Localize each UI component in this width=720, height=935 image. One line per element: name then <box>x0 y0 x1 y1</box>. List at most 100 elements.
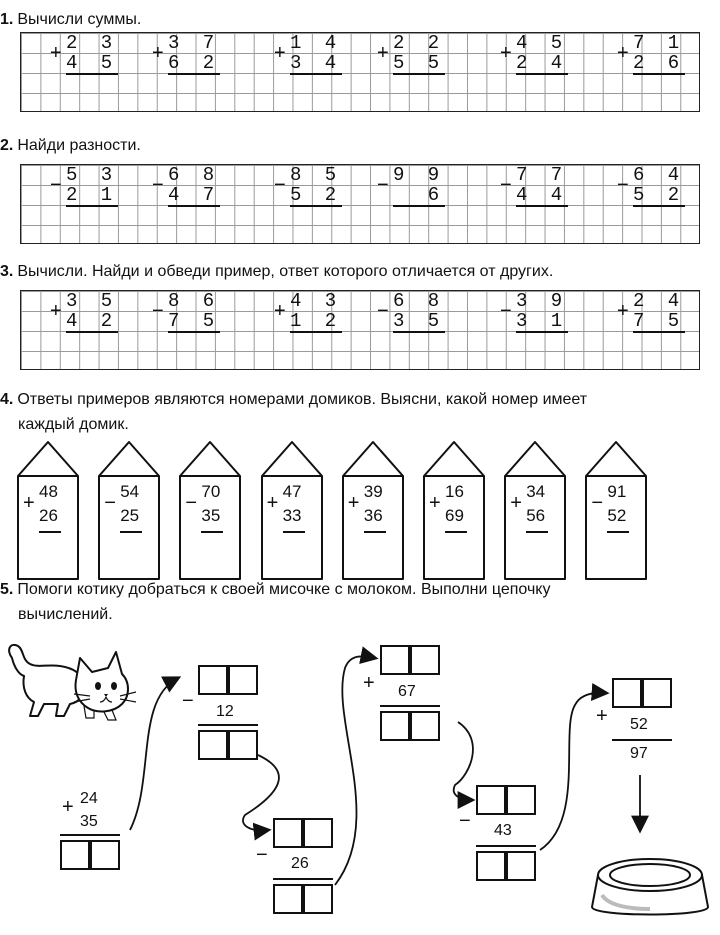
start-answer-box-2[interactable] <box>90 840 120 870</box>
task1-text: Вычисли суммы. <box>17 11 142 28</box>
house-answer-line <box>120 531 143 533</box>
start-operand-b: 35 <box>80 813 98 830</box>
operation-sign: + <box>50 42 62 64</box>
step2-sign: − <box>256 844 268 866</box>
house-answer-line <box>526 531 549 533</box>
task4-number: 4. <box>0 391 14 408</box>
task5-heading-line2: вычислений. <box>18 605 113 625</box>
operand-bottom: 3 5 <box>393 310 446 333</box>
task5-number: 5. <box>0 581 14 598</box>
step1-box-top-1[interactable] <box>198 665 228 695</box>
operand-top: 3 9 <box>516 290 569 312</box>
operand-bottom: 2 6 <box>633 52 686 75</box>
step5-box-top-2[interactable] <box>642 678 672 708</box>
step2-box-answer-2[interactable] <box>303 884 333 914</box>
step5-operand: 52 <box>630 716 648 733</box>
cat-illustration <box>8 644 137 721</box>
house-operand-a: 39 <box>363 482 383 501</box>
house-operand-b: 33 <box>282 506 302 525</box>
step3-box-top-1[interactable] <box>380 645 410 675</box>
operand-bottom: 7 5 <box>168 310 221 333</box>
operation-sign: + <box>152 42 164 64</box>
house-operand-a: 54 <box>120 482 140 501</box>
step1-box-answer-2[interactable] <box>228 730 258 760</box>
house-sign: + <box>266 492 279 514</box>
arrow-step4-to-step5 <box>539 683 610 851</box>
operand-top: 5 3 <box>66 164 119 186</box>
operand-bottom: 7 5 <box>633 310 686 333</box>
arrow-step3-to-step4 <box>452 721 476 809</box>
step5-box-top-1[interactable] <box>612 678 642 708</box>
step4-box-answer-2[interactable] <box>506 851 536 881</box>
operation-sign: − <box>377 300 389 322</box>
house-sign: + <box>429 492 441 514</box>
step2-box-top-1[interactable] <box>273 818 303 848</box>
operand-top: 2 4 <box>633 290 686 312</box>
house-sign: + <box>347 492 360 514</box>
step4-box-top-2[interactable] <box>506 785 536 815</box>
operation-sign: + <box>617 300 629 322</box>
house-operand-a: 48 <box>39 482 58 501</box>
operation-sign: + <box>274 42 286 64</box>
step2-box-answer-1[interactable] <box>273 884 303 914</box>
operand-top: 8 5 <box>290 164 343 186</box>
step5-sign: + <box>596 705 608 727</box>
step3-box-answer-2[interactable] <box>410 711 440 741</box>
operation-sign: + <box>617 42 629 64</box>
operand-top: 6 8 <box>168 164 221 186</box>
house-sign: − <box>104 492 116 514</box>
step3-operand: 67 <box>398 683 416 700</box>
house-sign: − <box>185 492 198 514</box>
operand-top: 7 1 <box>633 32 686 54</box>
start-operand-a: 24 <box>80 790 98 807</box>
house-answer-line <box>282 531 305 533</box>
task3-text: Вычисли. Найди и обведи пример, ответ ко… <box>17 263 554 280</box>
house-answer-line <box>445 531 467 533</box>
start-answer-box-1[interactable] <box>60 840 90 870</box>
step1-box-answer-1[interactable] <box>198 730 228 760</box>
operand-bottom: 4 7 <box>168 184 221 207</box>
step2-box-top-2[interactable] <box>303 818 333 848</box>
operand-bottom: 1 2 <box>290 310 343 333</box>
task4-text-line1: Ответы примеров являются номерами домико… <box>17 391 588 408</box>
task1-number: 1. <box>0 11 14 28</box>
step3-box-top-2[interactable] <box>410 645 440 675</box>
step4-box-answer-1[interactable] <box>476 851 506 881</box>
operand-bottom: 5 5 <box>393 52 446 75</box>
operation-sign: + <box>377 42 389 64</box>
operand-top: 4 3 <box>290 290 343 312</box>
operand-bottom: 5 2 <box>633 184 686 207</box>
step4-box-top-1[interactable] <box>476 785 506 815</box>
step1-line <box>198 724 258 726</box>
house-operand-a: 47 <box>282 482 302 501</box>
operand-bottom: 5 2 <box>290 184 343 207</box>
step3-box-answer-1[interactable] <box>380 711 410 741</box>
arrow-start-to-step1 <box>129 676 182 831</box>
column-example: −9 9 6 <box>377 165 446 207</box>
arrow-step1-to-step2 <box>242 754 280 841</box>
house-operand-b: 36 <box>363 506 383 525</box>
step1-sign: − <box>182 690 194 712</box>
step1-box-top-2[interactable] <box>228 665 258 695</box>
task4-heading-line1: 4.Ответы примеров являются номерами доми… <box>0 390 587 410</box>
operand-top: 2 2 <box>393 32 446 54</box>
start-sign: + <box>62 796 74 818</box>
step4-sign: − <box>459 810 471 832</box>
house-operand-a: 34 <box>526 482 546 501</box>
operation-sign: − <box>152 300 164 322</box>
operation-sign: − <box>152 174 164 196</box>
operand-bottom: 6 2 <box>168 52 221 75</box>
house-sign: − <box>591 492 604 514</box>
house-sign: + <box>23 492 35 514</box>
